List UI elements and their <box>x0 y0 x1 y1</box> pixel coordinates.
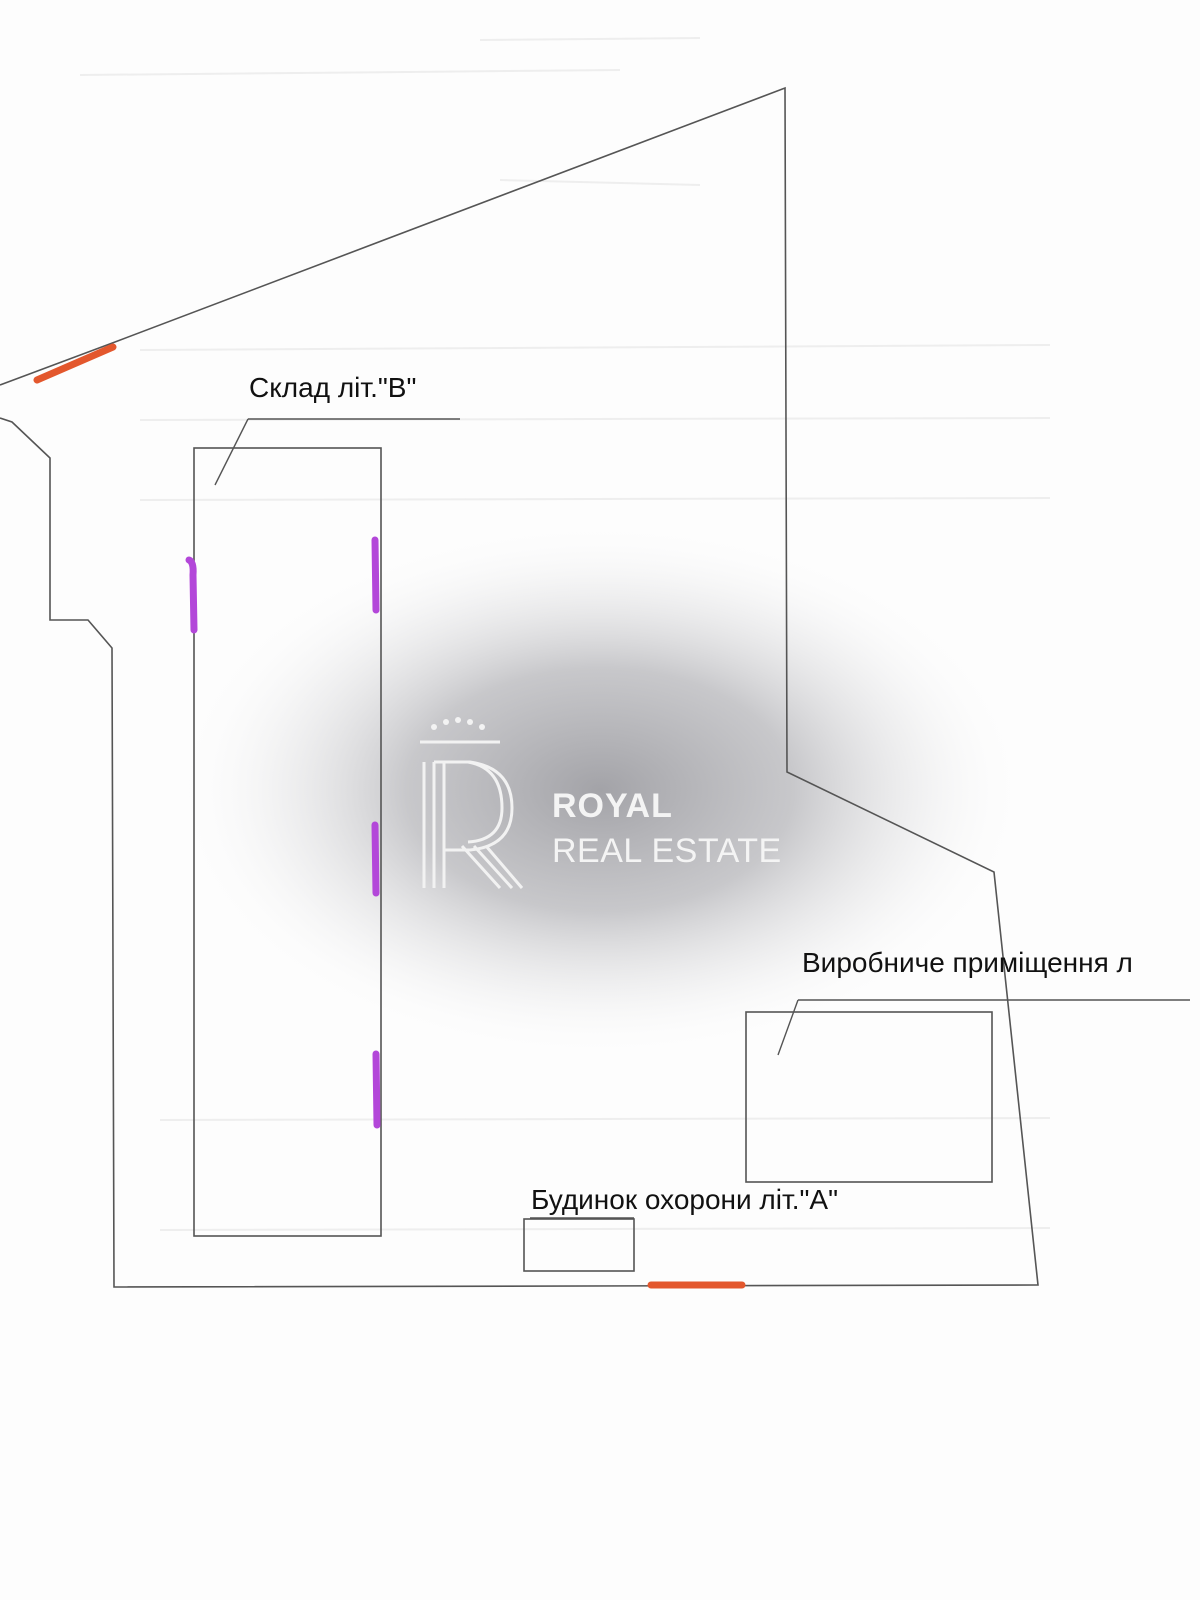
royal-r-monogram-icon <box>420 717 524 890</box>
door-marker-east-1 <box>371 536 380 614</box>
site-boundary-outline <box>0 86 1039 1288</box>
production-label: Виробниче приміщення л <box>802 947 1133 978</box>
warehouse-label: Склад літ."В" <box>249 372 416 403</box>
guardhouse-building <box>523 1218 635 1272</box>
production-building <box>745 1011 993 1183</box>
door-marker-east-2 <box>371 821 380 897</box>
door-marker-east-3 <box>372 1050 381 1129</box>
door-markers <box>185 536 381 1129</box>
watermark-glow <box>170 520 1030 1060</box>
guardhouse-label: Будинок охорони літ."А" <box>531 1184 838 1215</box>
door-marker-west <box>185 556 198 634</box>
watermark-brand-line2: REAL ESTATE <box>552 832 782 870</box>
gate-marker-northwest <box>33 343 117 384</box>
warehouse-building <box>193 447 382 1237</box>
gate-markers <box>33 343 746 1289</box>
watermark-brand-line1: ROYAL <box>552 787 673 825</box>
label-leader-lines <box>214 418 1190 1219</box>
